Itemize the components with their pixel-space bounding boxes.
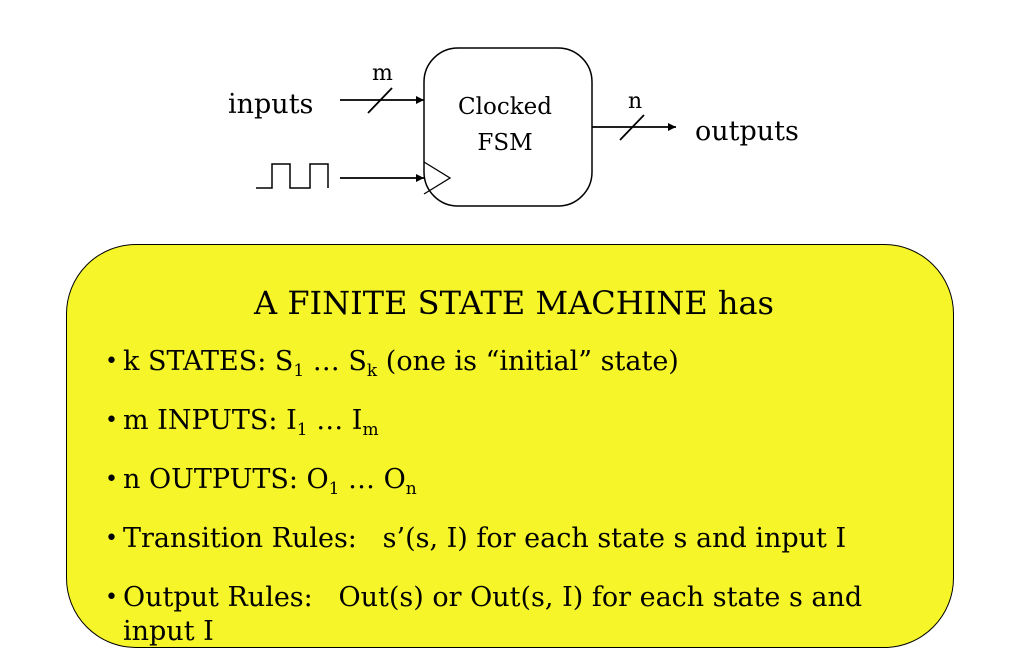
output-rules-item: Output Rules: Out(s) or Out(s, I) for ea… <box>105 581 917 649</box>
definition-list: k STATES: S1 … Sk (one is “initial” stat… <box>105 345 917 649</box>
outputs-label: outputs <box>695 116 799 147</box>
input-width-label: m <box>372 61 393 86</box>
fsm-label-line1: Clocked <box>458 94 552 120</box>
states-item: k STATES: S1 … Sk (one is “initial” stat… <box>105 345 917 380</box>
outputs-item: n OUTPUTS: O1 … On <box>105 463 917 498</box>
inputs-item: m INPUTS: I1 … Im <box>105 404 917 439</box>
clock-input-triangle <box>423 161 452 195</box>
transition-rules-item: Transition Rules: s’(s, I) for each stat… <box>105 522 917 556</box>
definition-title: A FINITE STATE MACHINE has <box>254 284 774 322</box>
clock-waveform <box>256 163 329 189</box>
fsm-label-line2: FSM <box>477 130 532 156</box>
fsm-block <box>423 47 593 207</box>
fsm-block-diagram: inputs m Clocked FSM n outputs <box>228 47 799 207</box>
inputs-label: inputs <box>228 89 313 120</box>
output-width-label: n <box>628 89 642 114</box>
definition-box: A FINITE STATE MACHINE has k STATES: S1 … <box>66 244 954 648</box>
output-bus-slash <box>619 114 645 141</box>
input-bus-slash <box>367 87 393 114</box>
